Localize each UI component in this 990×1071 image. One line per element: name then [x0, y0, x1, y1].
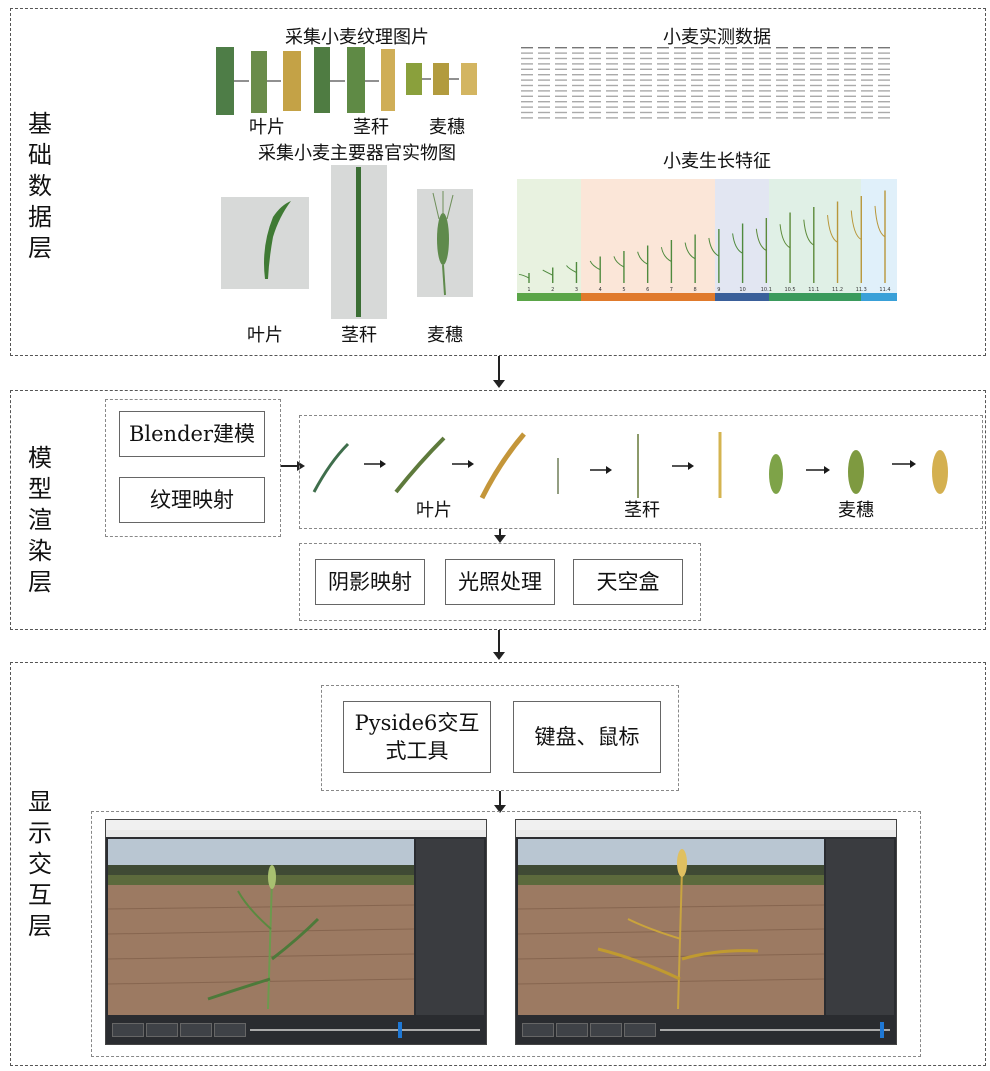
growth-tick-label: 6	[646, 287, 649, 293]
growth-stage-chart: 1 2 3 4 5 6 7 8 9 10 10.1 10.5 11.1 11.2 11.3 11.4	[517, 179, 897, 301]
organ-label-stem: 茎秆	[341, 325, 377, 346]
stage-bar-3	[715, 293, 769, 301]
growth-tick-label: 11.2	[832, 287, 843, 293]
growth-tick-label: 2	[551, 287, 554, 293]
pyside6-tool-box: Pyside6交互式工具	[343, 701, 491, 773]
growth-tick-label: 3	[575, 287, 578, 293]
texture-title: 采集小麦纹理图片	[285, 27, 429, 48]
growth-tick-label: 1	[527, 287, 530, 293]
display-interaction-layer: 显示交互层 Pyside6交互式工具 键盘、鼠标	[10, 662, 986, 1066]
texture-label-stem: 茎秆	[353, 117, 389, 138]
arrow-organs-to-effects	[494, 529, 506, 543]
skybox-box: 天空盒	[573, 559, 683, 605]
stage-bar-1	[517, 293, 581, 301]
shadow-mapping-box: 阴影映射	[315, 559, 425, 605]
organ-model-group: 叶片 茎秆 麦穗	[299, 415, 983, 529]
texture-spike-1	[406, 63, 422, 95]
texture-stem-3	[381, 49, 395, 111]
organ-title: 采集小麦主要器官实物图	[258, 143, 456, 164]
stage-bar-4	[769, 293, 861, 301]
arrow-modeling-to-organs	[281, 461, 305, 471]
spike-photo	[417, 189, 473, 297]
growth-tick-label: 11.3	[856, 287, 867, 293]
growth-tick-label: 9	[717, 287, 720, 293]
growth-title: 小麦生长特征	[663, 151, 771, 172]
render-effects-group	[299, 543, 701, 621]
growth-tick-label: 11.1	[808, 287, 819, 293]
base-data-layer: 基础数据层 采集小麦纹理图片 叶片 茎秆 麦穗 采集小麦主要器官实物图	[10, 8, 986, 356]
measured-title: 小麦实测数据	[663, 27, 771, 48]
texture-leaf-3	[283, 51, 301, 111]
render-label-stem: 茎秆	[624, 500, 660, 521]
texture-leaf-2	[251, 51, 267, 113]
texture-stem-2	[347, 47, 365, 113]
organ-label-spike: 麦穗	[427, 325, 463, 346]
texture-leaf-1	[216, 47, 234, 115]
model-render-layer: 模型渲染层 Blender建模 纹理映射 叶片	[10, 390, 986, 630]
organ-label-leaf: 叶片	[247, 325, 283, 346]
leaf-photo	[221, 197, 309, 289]
texture-mapping-box: 纹理映射	[119, 477, 265, 523]
growth-tick-label: 10.1	[761, 287, 772, 293]
texture-label-leaf: 叶片	[249, 117, 285, 138]
layer-title-display: 显示交互层	[28, 788, 52, 940]
growth-tick-label: 7	[670, 287, 673, 293]
modeling-group	[105, 399, 281, 537]
growth-tick-label: 4	[599, 287, 602, 293]
app-screenshot-green	[105, 819, 487, 1045]
app-screenshot-mature	[515, 819, 897, 1045]
texture-spike-3	[461, 63, 477, 95]
render-label-leaf: 叶片	[416, 500, 452, 521]
measured-data-table	[521, 47, 890, 119]
arrow-render-to-display	[493, 630, 505, 660]
growth-tick-label: 10	[739, 287, 745, 293]
arrow-base-to-render	[493, 356, 505, 388]
stage-bar-2	[581, 293, 715, 301]
interaction-tools-group	[321, 685, 679, 791]
texture-strips	[216, 47, 477, 115]
arrow-tools-to-screens	[494, 791, 506, 813]
growth-tick-label: 10.5	[784, 287, 795, 293]
lighting-box: 光照处理	[445, 559, 555, 605]
texture-spike-2	[433, 63, 449, 95]
screenshots-group	[91, 811, 921, 1057]
texture-label-spike: 麦穗	[429, 117, 465, 138]
render-label-spike: 麦穗	[838, 500, 874, 521]
stage-bar-5	[861, 293, 897, 301]
growth-tick-label: 5	[622, 287, 625, 293]
layer-title-render: 模型渲染层	[28, 444, 52, 596]
growth-tick-label: 11.4	[879, 287, 890, 293]
keyboard-mouse-box: 键盘、鼠标	[513, 701, 661, 773]
blender-modeling-box: Blender建模	[119, 411, 265, 457]
growth-tick-label: 8	[694, 287, 697, 293]
organ-models	[312, 432, 948, 500]
stem-photo	[331, 165, 387, 319]
texture-stem-1	[314, 47, 330, 113]
layer-title-base: 基础数据层	[28, 110, 52, 262]
